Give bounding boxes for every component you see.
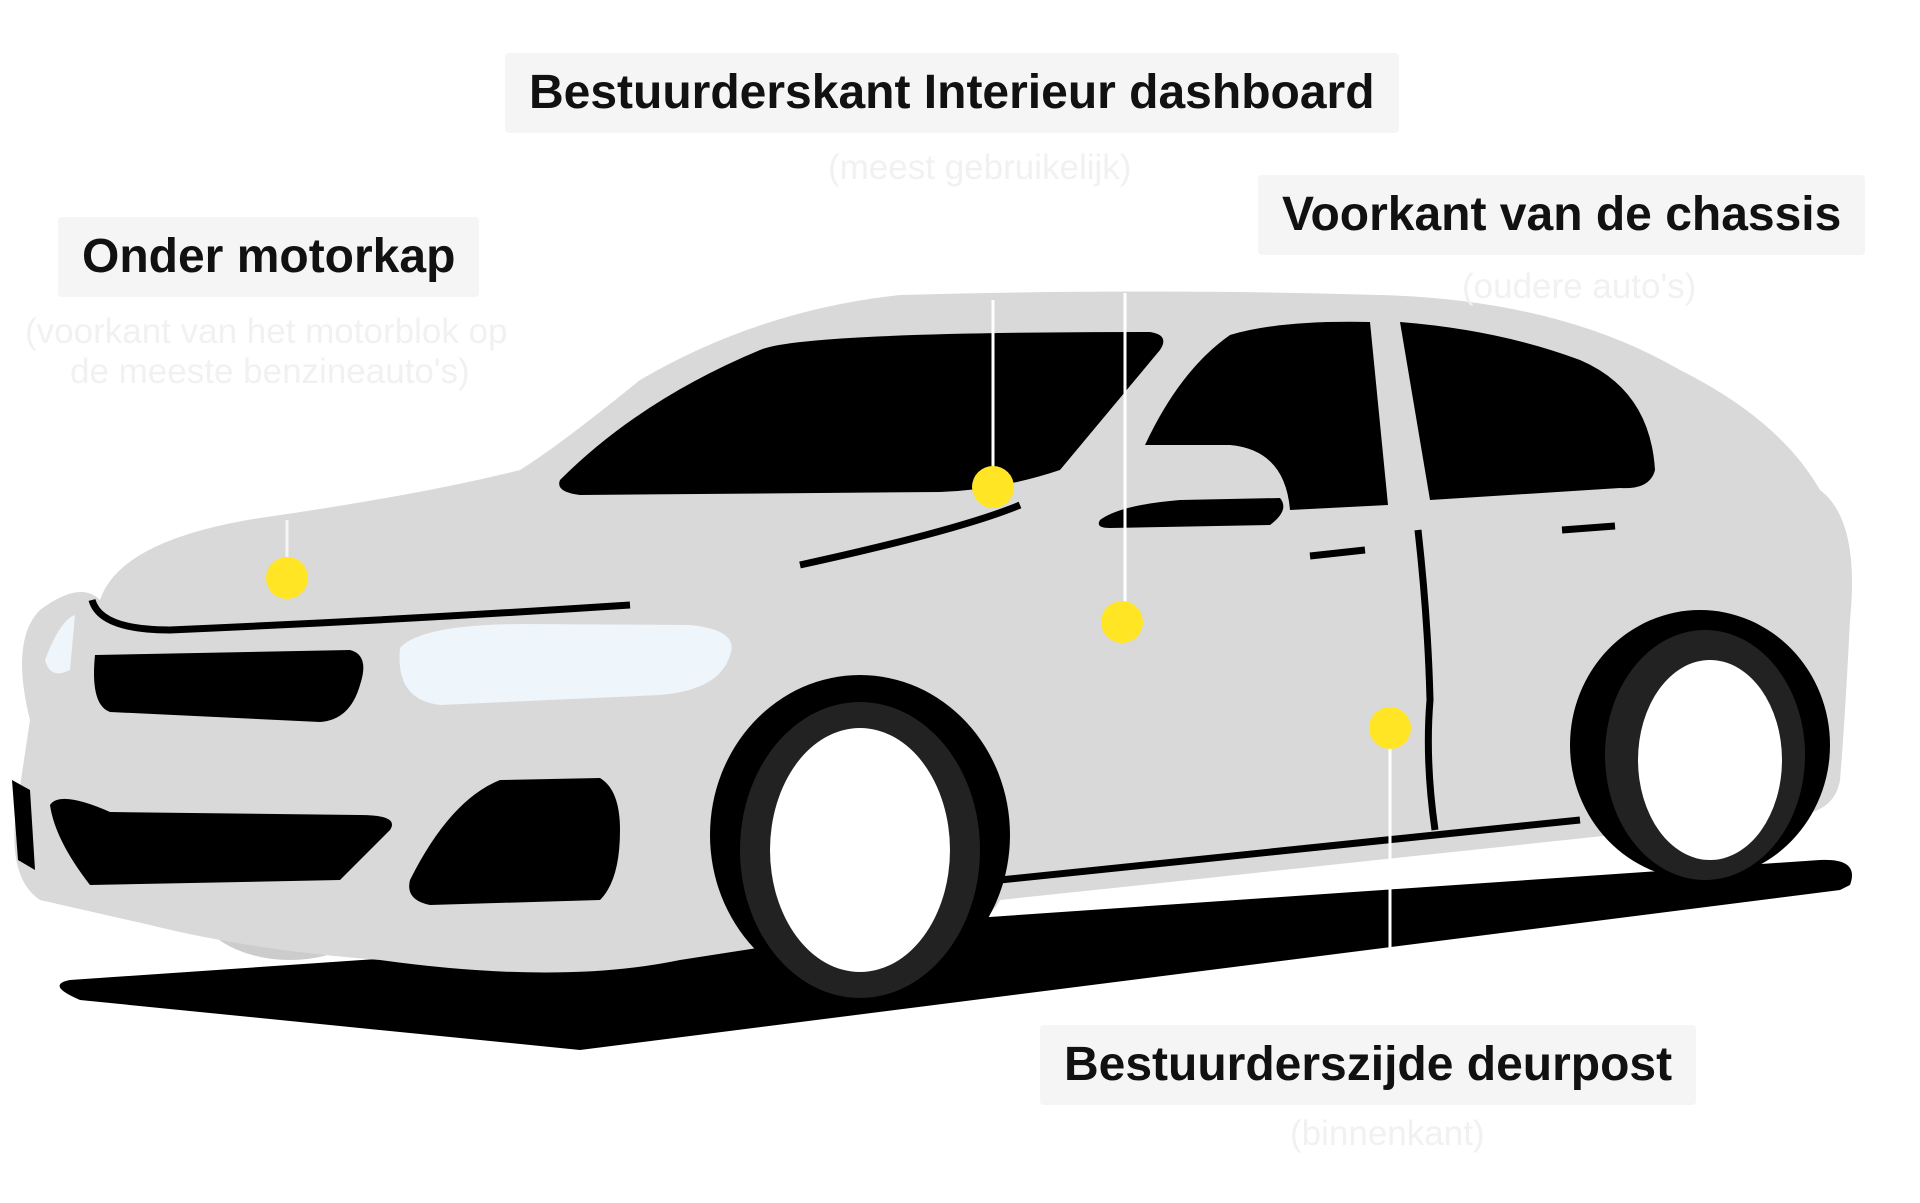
door-line bbox=[1414, 529, 1439, 831]
note-doorpost: (binnenkant) bbox=[1290, 1114, 1485, 1153]
door-handle-front bbox=[1309, 546, 1366, 560]
marker-chassis bbox=[1101, 601, 1143, 643]
label-chassis: Voorkant van de chassis bbox=[1258, 175, 1866, 255]
label-dashboard: Bestuurderskant Interieur dashboard bbox=[505, 53, 1399, 133]
crease-line bbox=[799, 501, 1022, 569]
lower-intake-left bbox=[12, 780, 35, 870]
side-mirror bbox=[1098, 498, 1284, 528]
hood-line bbox=[88, 598, 631, 634]
front-wheel-rim bbox=[770, 728, 950, 972]
kidney-grille bbox=[94, 650, 364, 722]
marker-hood bbox=[266, 557, 308, 599]
headlight-left bbox=[45, 615, 75, 674]
rear-side-window bbox=[1400, 322, 1655, 500]
front-side-window bbox=[1145, 321, 1388, 510]
label-hood: Onder motorkap bbox=[58, 217, 480, 297]
lower-intake-right bbox=[409, 778, 620, 905]
door-handle-rear bbox=[1561, 522, 1616, 534]
lower-intake-center bbox=[50, 798, 392, 885]
note-dashboard: (meest gebruikelijk) bbox=[828, 148, 1132, 187]
label-doorpost: Bestuurderszijde deurpost bbox=[1040, 1025, 1697, 1105]
windshield bbox=[559, 332, 1164, 495]
note-hood-line2: de meeste benzineauto's) bbox=[70, 352, 470, 391]
marker-doorpost bbox=[1369, 707, 1411, 749]
note-hood-line1: (voorkant van het motorblok op bbox=[25, 312, 508, 351]
sill-line bbox=[999, 816, 1581, 884]
rear-wheel-rim bbox=[1638, 660, 1782, 860]
marker-dashboard bbox=[972, 466, 1014, 508]
headlight-right bbox=[399, 624, 732, 705]
note-chassis: (oudere auto's) bbox=[1462, 267, 1697, 306]
